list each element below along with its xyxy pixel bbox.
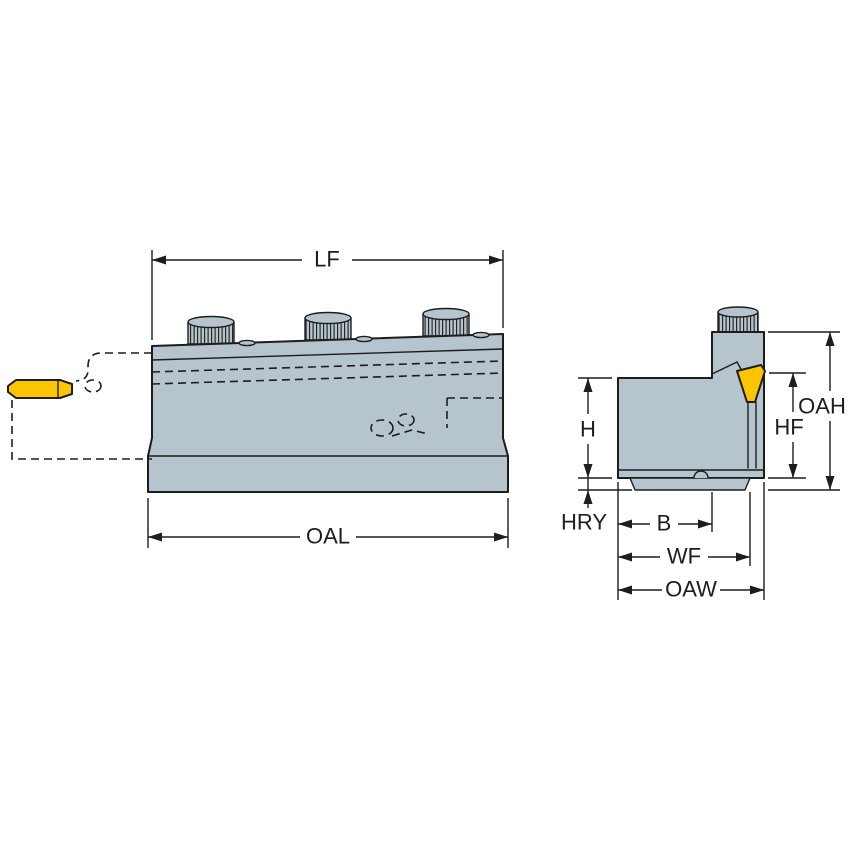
- cutting-insert: [7, 379, 73, 399]
- dimension-label-hry: HRY: [561, 510, 607, 535]
- arrowhead-left: [618, 585, 632, 595]
- arrowhead-left: [618, 552, 632, 562]
- dimension-label-wf: WF: [667, 544, 701, 569]
- dimension-hry: HRY: [561, 478, 632, 535]
- cutting-insert-front: [7, 379, 73, 399]
- hidden-line-adaptor-top: [75, 352, 152, 382]
- cutting-insert-side: [736, 364, 766, 403]
- dimension-label-oah: OAH: [798, 394, 846, 419]
- clamp-nose-line-1: [711, 361, 738, 375]
- arrowhead-top: [825, 332, 835, 346]
- arrowhead-bottom: [788, 464, 798, 478]
- front-clamp-screw-1: [187, 315, 235, 345]
- counterbore-1: [238, 339, 256, 347]
- screw-head-top: [422, 307, 470, 321]
- top-chamfer-line: [151, 348, 504, 361]
- counterbore-3: [472, 331, 490, 339]
- dimension-label-hf: HF: [774, 415, 803, 440]
- arrowhead-up: [583, 490, 593, 504]
- base-strip: [629, 477, 751, 491]
- screw-head-top: [717, 306, 759, 318]
- dimension-label-b: B: [657, 511, 672, 536]
- dimension-oah: OAH: [768, 331, 846, 491]
- dimension-label-oal: OAL: [306, 524, 350, 549]
- arrowhead-right: [489, 255, 503, 265]
- front-clamp-screw-3: [422, 307, 470, 337]
- arrowhead-top: [583, 378, 593, 392]
- dimension-oal: OAL: [147, 498, 509, 549]
- hidden-adaptor-screw: [84, 379, 102, 393]
- tool-block-side-body: [617, 331, 765, 479]
- arrowhead-right: [736, 552, 750, 562]
- counterbore-2: [355, 335, 373, 343]
- dimension-label-h: H: [580, 417, 596, 442]
- dimension-label-lf: LF: [314, 247, 340, 272]
- hidden-line-seat-lower: [151, 372, 504, 385]
- front-clamp-screw-2: [304, 311, 352, 341]
- arrowhead-bottom: [583, 464, 593, 478]
- dimension-h: H: [578, 377, 612, 479]
- dimension-hf: HF: [768, 372, 806, 479]
- hidden-line-adaptor-bottom: [11, 400, 152, 460]
- screw-head-top: [304, 311, 352, 325]
- dimension-lf: LF: [151, 247, 504, 340]
- front-view: LF OAL: [7, 247, 509, 549]
- arrowhead-top: [788, 373, 798, 387]
- dimension-b: B: [618, 511, 712, 536]
- hidden-line-seat-upper: [151, 360, 504, 373]
- tool-block-body: [147, 333, 509, 493]
- arrowhead-left: [618, 519, 632, 529]
- side-view: H HRY OAH HF: [561, 306, 846, 602]
- hidden-clamp-detail-2: [397, 413, 415, 427]
- arrowhead-left: [152, 255, 166, 265]
- side-clamp-screw: [717, 306, 759, 333]
- arrowhead-right: [698, 519, 712, 529]
- dimension-wf: WF: [618, 544, 750, 569]
- arrowhead-right: [494, 532, 508, 542]
- bottom-notch: [693, 470, 709, 479]
- arrowhead-left: [148, 532, 162, 542]
- arrowhead-right: [750, 585, 764, 595]
- hidden-clamp-detail-3: [391, 429, 429, 437]
- arrowhead-bottom: [825, 476, 835, 490]
- dimension-label-oaw: OAW: [665, 577, 717, 602]
- dimension-oaw: OAW: [618, 577, 764, 602]
- hidden-clamp-detail-1: [370, 419, 394, 437]
- screw-head-top: [187, 315, 235, 329]
